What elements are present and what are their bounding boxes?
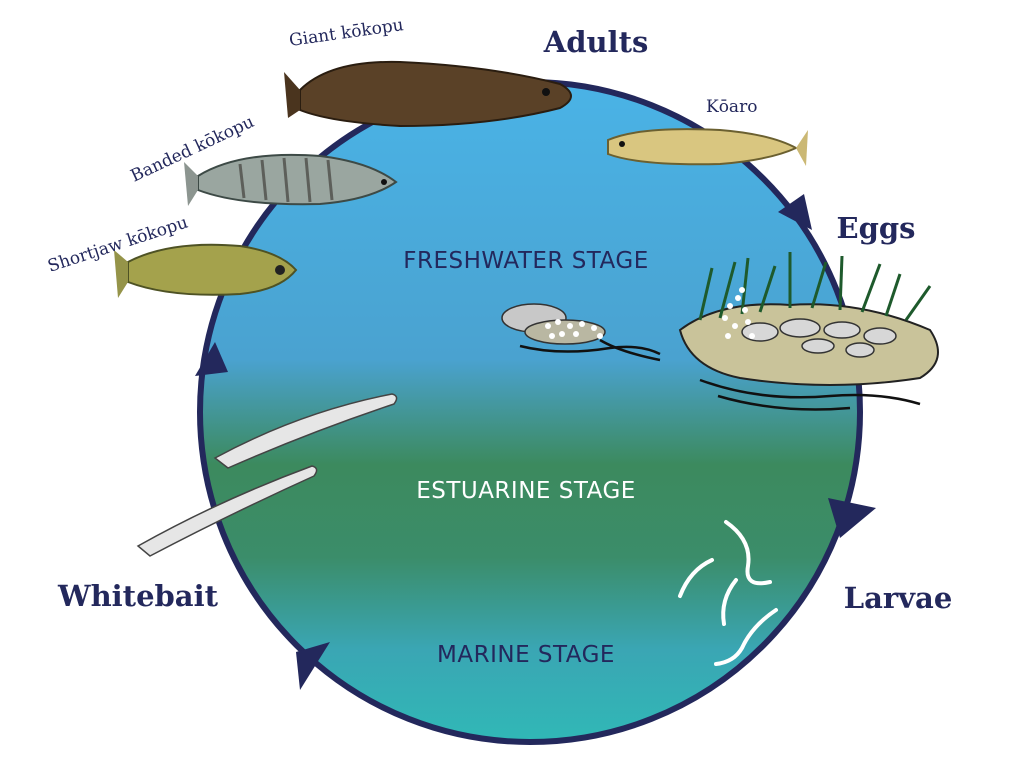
shortjaw-kokopu-fish — [114, 243, 298, 298]
rock-swirl — [519, 344, 661, 356]
larva — [721, 578, 738, 626]
eggs-label: Eggs — [837, 211, 916, 245]
cycle-arrows — [195, 194, 876, 690]
larva — [714, 608, 778, 666]
larvae-label: Larvae — [844, 581, 953, 615]
egg-cluster-bank — [722, 287, 755, 339]
whitebait-label: Whitebait — [57, 579, 219, 613]
grass-clump — [698, 252, 932, 321]
larva — [724, 520, 772, 586]
adult-fish-illustrations — [114, 60, 808, 298]
adults-label: Adults — [543, 25, 649, 59]
giant-kokopu-label: Giant kōkopu — [288, 15, 405, 51]
marine-stage-label: MARINE STAGE — [437, 642, 615, 668]
freshwater-stage-label: FRESHWATER STAGE — [403, 248, 649, 274]
koaro-fish — [607, 128, 808, 166]
larvae-illustration — [678, 520, 778, 666]
whitebait-illustration — [136, 393, 398, 557]
whitebait-fish-2 — [136, 465, 318, 557]
banded-kokopu-fish — [184, 153, 398, 206]
arrow-to-larvae — [828, 498, 876, 538]
egg-habitat-illustration — [501, 252, 939, 411]
larva — [678, 558, 714, 598]
arrow-to-eggs — [778, 194, 812, 230]
giant-kokopu-fish — [284, 60, 572, 128]
arrow-to-whitebait — [296, 642, 330, 690]
egg-cluster-rock — [545, 319, 603, 339]
water-swirls — [599, 338, 921, 411]
whitebait-fish-1 — [213, 393, 398, 469]
koaro-label: Kōaro — [706, 97, 757, 117]
water-circle — [200, 82, 860, 742]
arrow-to-adults — [195, 342, 228, 376]
estuarine-stage-label: ESTUARINE STAGE — [416, 478, 636, 504]
